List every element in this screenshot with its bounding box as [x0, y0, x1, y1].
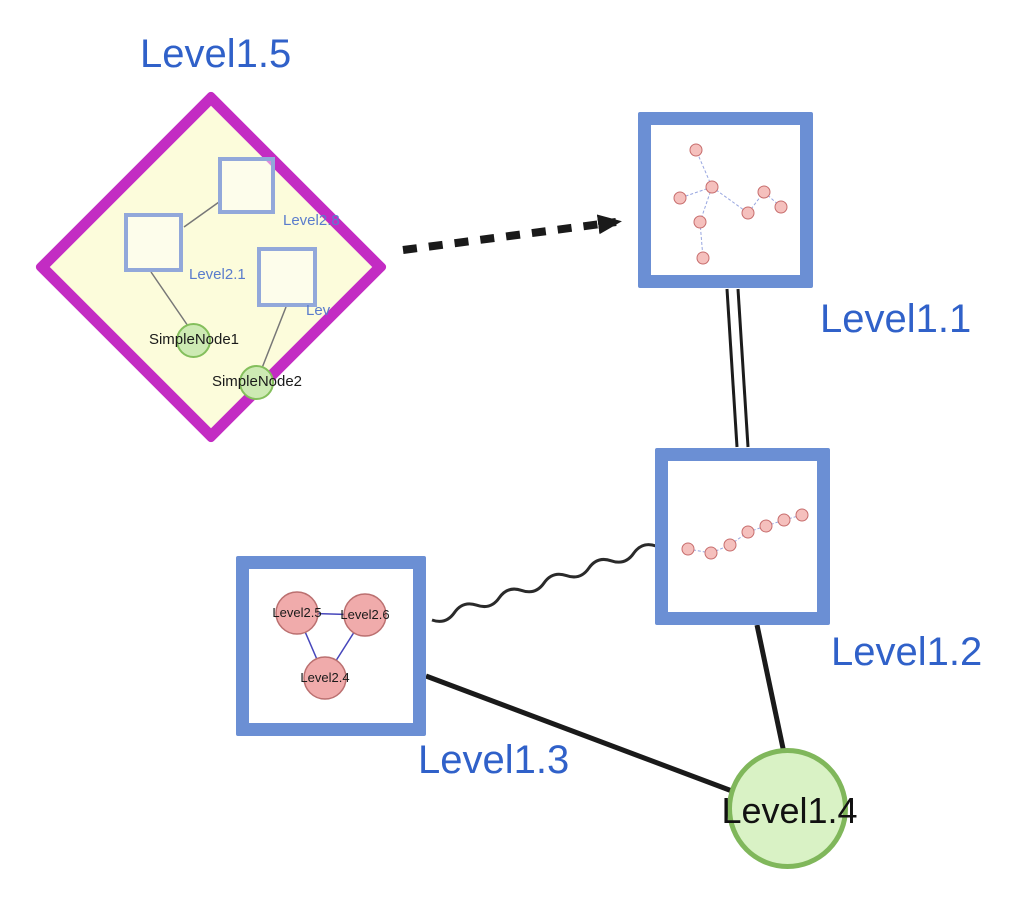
edge-level1-5-to-level1-1-dashed-arrow [402, 214, 622, 254]
node-level1-1-label: Level1.1 [820, 297, 972, 341]
node-simplenode2[interactable] [239, 365, 274, 400]
node-level2-8-label: Level2.8 [283, 212, 340, 229]
node-level1-3[interactable]: Level2.5 Level2.6 Level2.4 [236, 556, 426, 736]
node-simplenode1-label: SimpleNode1 [148, 331, 240, 348]
node-simplenode2-label: SimpleNode2 [211, 373, 303, 390]
mini-graph-level1-2-nodes [681, 508, 809, 560]
node-level1-4-label: Level1.4 [721, 790, 858, 831]
edge-level1-3-to-level1-2-wavy-line [431, 543, 657, 623]
node-level2-4-label: Level2.4 [300, 670, 349, 685]
mini-graph-level1-1-edges [679, 149, 782, 259]
node-level1-2-label: Level1.2 [831, 630, 983, 674]
node-level2-8[interactable] [218, 157, 275, 214]
node-level1-3-label: Level1.3 [418, 738, 570, 782]
edge-level1-1-to-level1-2-double-line [725, 288, 750, 448]
mini-graph-level1-1-nodes [673, 143, 788, 265]
node-level2-4[interactable] [303, 656, 347, 700]
node-level2-5[interactable] [275, 591, 319, 635]
node-level2-6[interactable] [343, 593, 387, 637]
node-level2-1-label: Level2.1 [189, 266, 246, 283]
node-level2-5-label: Level2.5 [272, 605, 321, 620]
node-lev-label: Lev [306, 302, 331, 319]
node-simplenode1[interactable] [176, 323, 211, 358]
node-lev[interactable] [257, 247, 317, 307]
mini-graph-level1-1 [673, 143, 788, 265]
node-level2-6-label: Level2.6 [340, 607, 389, 622]
node-level1-2[interactable] [655, 448, 830, 625]
edge-level1-3-to-level1-4 [425, 673, 741, 797]
node-level1-4[interactable] [727, 748, 848, 869]
mini-graph-level1-2 [681, 508, 809, 560]
edge-level1-2-to-level1-4 [754, 624, 787, 754]
node-level1-5-label: Level1.5 [140, 32, 292, 76]
node-level2-1[interactable] [124, 213, 183, 272]
mini-graph-level1-3: Level2.5 Level2.6 Level2.4 [272, 591, 390, 700]
node-level1-1[interactable] [638, 112, 813, 288]
